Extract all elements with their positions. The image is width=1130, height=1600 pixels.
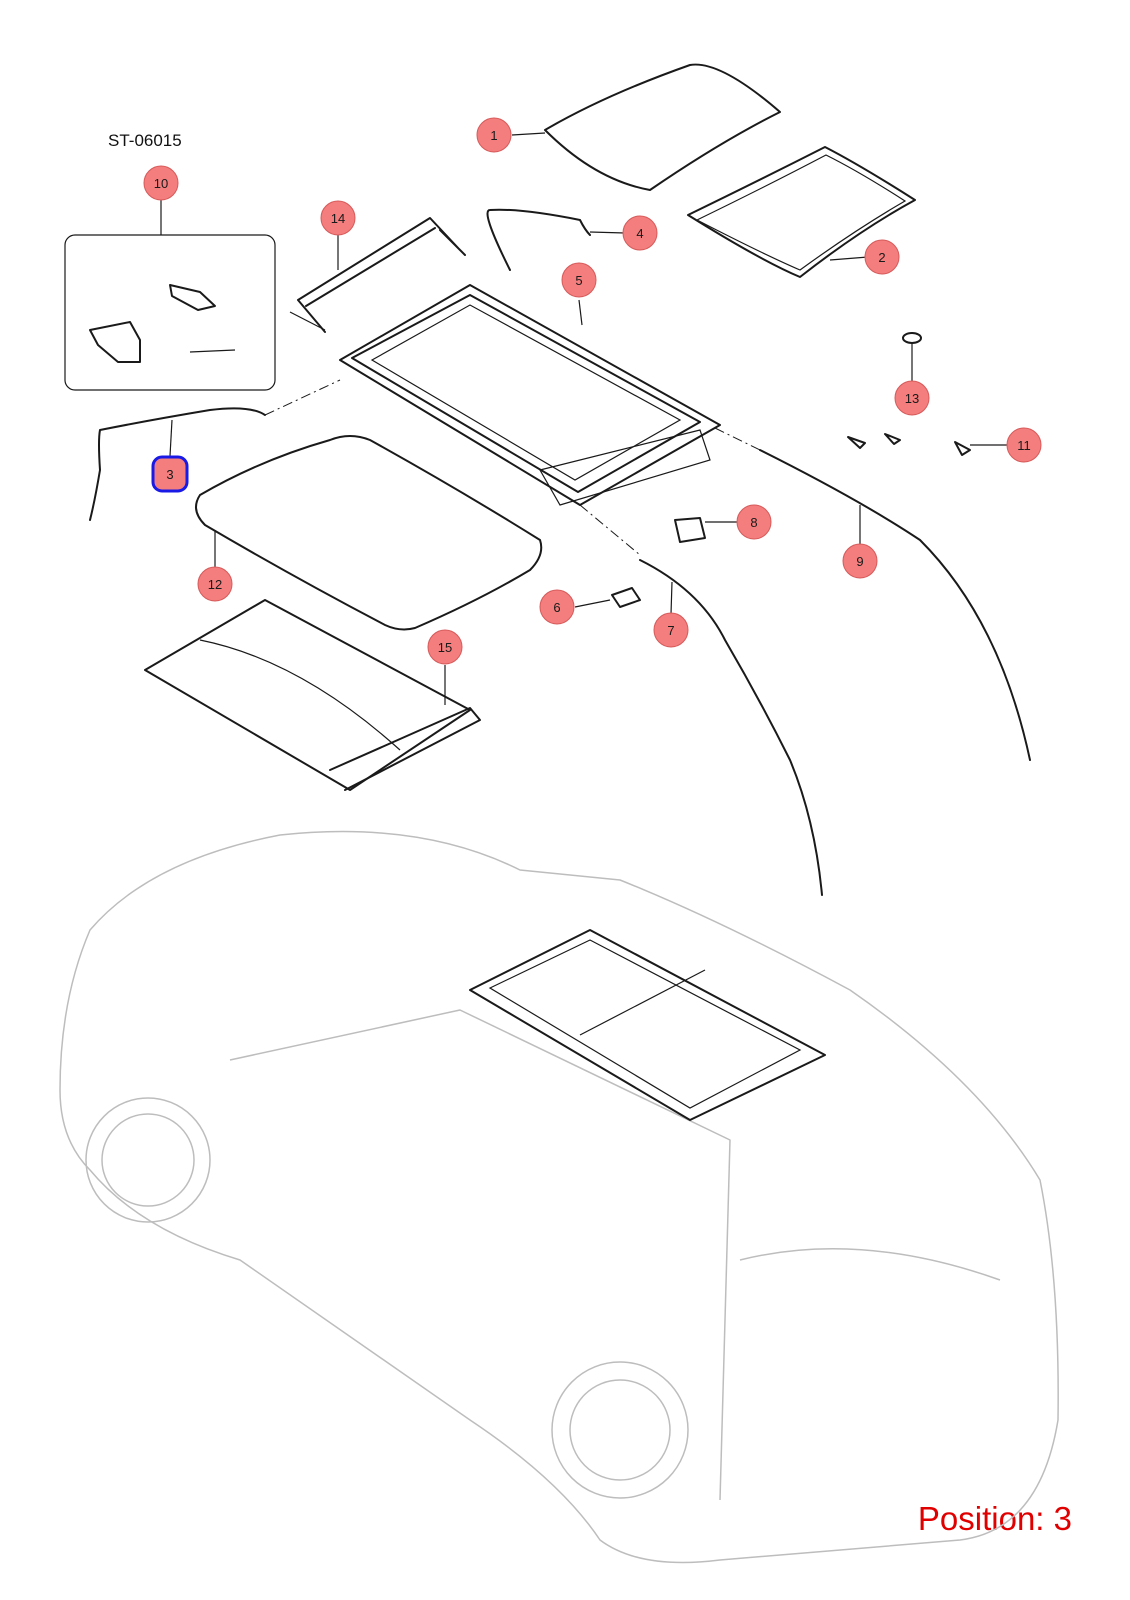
- part-frame-seal[interactable]: [195, 435, 543, 631]
- part-repair-kit-box[interactable]: [64, 234, 276, 391]
- installed-sunroof: [469, 929, 826, 1121]
- callout-6[interactable]: 6: [539, 589, 575, 625]
- callout-label: 1: [490, 128, 497, 143]
- callout-4[interactable]: 4: [622, 215, 658, 251]
- callout-label: 10: [154, 176, 168, 191]
- callout-label: 12: [208, 577, 222, 592]
- part-motor-front[interactable]: [611, 587, 641, 608]
- callout-7[interactable]: 7: [653, 612, 689, 648]
- callout-9[interactable]: 9: [842, 543, 878, 579]
- callout-14[interactable]: 14: [320, 200, 356, 236]
- part-sunroof-frame[interactable]: [339, 284, 721, 506]
- callout-1[interactable]: 1: [476, 117, 512, 153]
- diagram-reference-code: ST-06015: [108, 131, 182, 150]
- callout-8[interactable]: 8: [736, 504, 772, 540]
- part-drain-hose-rear-left[interactable]: [579, 504, 823, 896]
- callout-2[interactable]: 2: [864, 239, 900, 275]
- part-glass-panel-rear[interactable]: [687, 146, 916, 278]
- part-drain-hose-rear-right[interactable]: [714, 427, 1031, 761]
- part-drain-hose-left[interactable]: [89, 379, 341, 521]
- callout-11[interactable]: 11: [1006, 427, 1042, 463]
- vehicle-outline: [59, 830, 1059, 1564]
- callout-label: 5: [575, 273, 582, 288]
- callout-3[interactable]: 3: [151, 455, 189, 493]
- part-wind-deflector[interactable]: [289, 217, 466, 333]
- callout-label: 8: [750, 515, 757, 530]
- part-grommet[interactable]: [902, 332, 922, 344]
- callout-label: 15: [438, 640, 452, 655]
- callout-5[interactable]: 5: [561, 262, 597, 298]
- callout-label: 7: [667, 623, 674, 638]
- callout-label: 14: [331, 211, 345, 226]
- callout-label: 2: [878, 250, 885, 265]
- part-glass-panel-front[interactable]: [544, 63, 781, 191]
- part-sunshade[interactable]: [144, 599, 481, 791]
- callout-15[interactable]: 15: [427, 629, 463, 665]
- callout-label: 6: [553, 600, 560, 615]
- callout-10[interactable]: 10: [143, 165, 179, 201]
- callout-13[interactable]: 13: [894, 380, 930, 416]
- callout-label: 3: [166, 467, 173, 482]
- part-clips[interactable]: [847, 433, 971, 456]
- callout-label: 4: [636, 226, 643, 241]
- callout-label: 13: [905, 391, 919, 406]
- callout-label: 11: [1017, 438, 1031, 453]
- callout-label: 9: [856, 554, 863, 569]
- part-motor-rear[interactable]: [674, 517, 706, 543]
- leader-lines: [160, 132, 1008, 705]
- part-drain-hose-front[interactable]: [486, 208, 591, 271]
- callout-12[interactable]: 12: [197, 566, 233, 602]
- position-readout: Position: 3: [917, 1500, 1072, 1537]
